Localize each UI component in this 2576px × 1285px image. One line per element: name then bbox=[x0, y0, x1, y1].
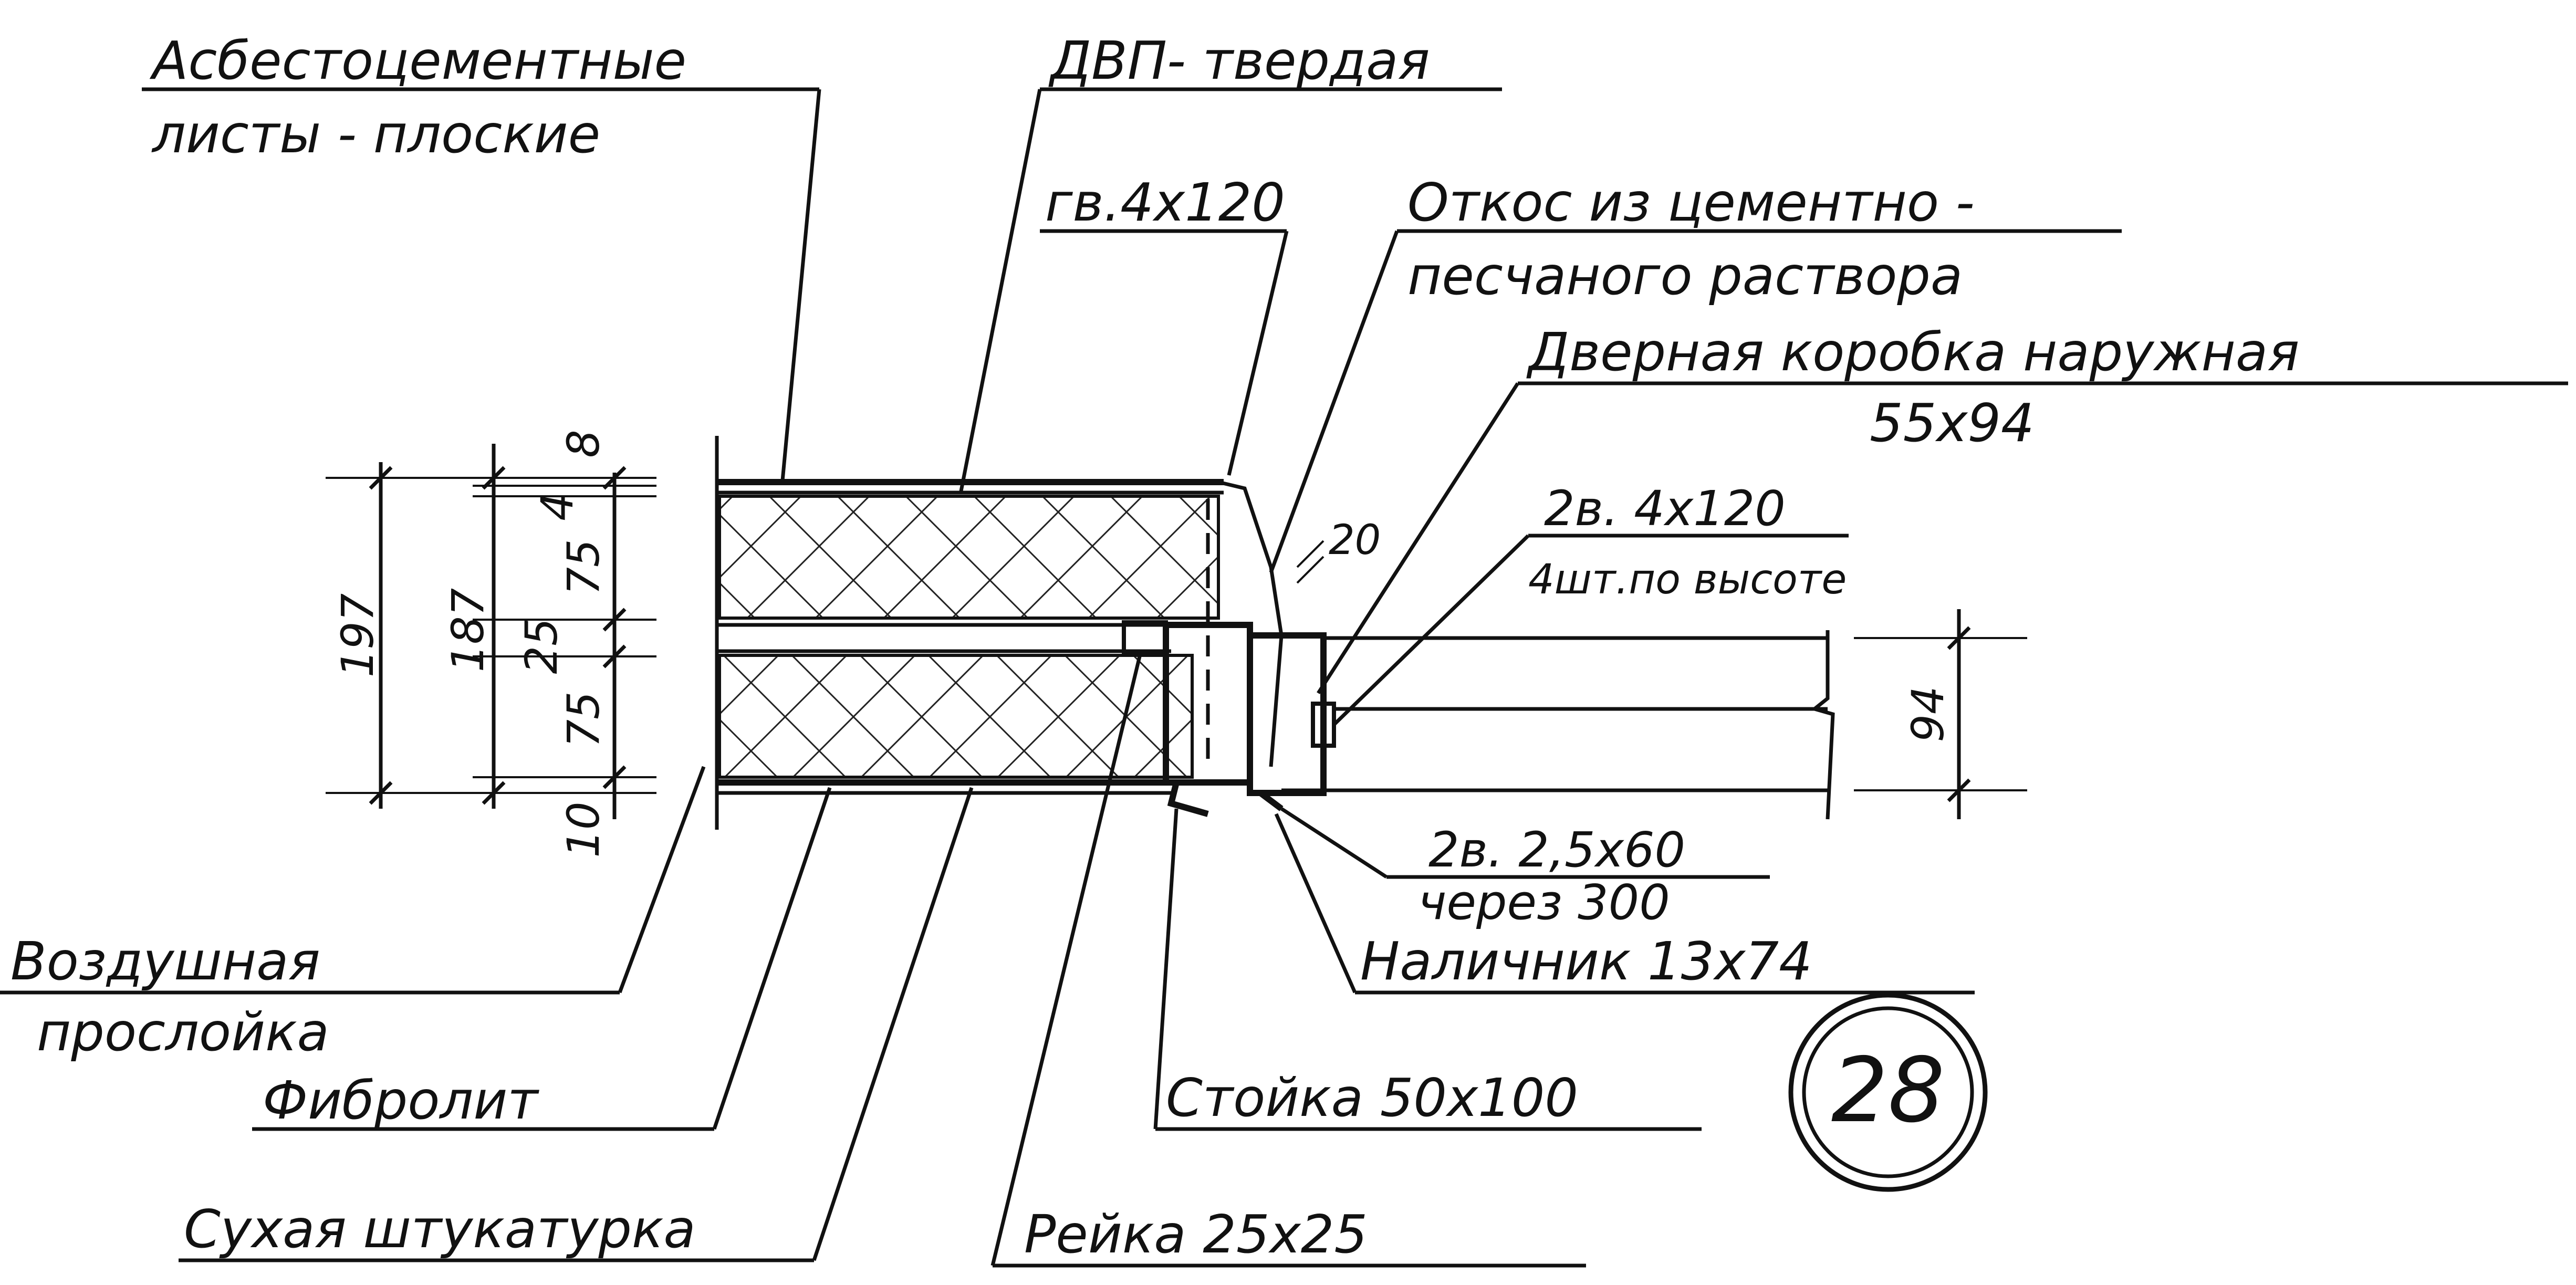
label-lath: Рейка 25х25 bbox=[1024, 1204, 1368, 1265]
dimension-chain-left: 197 187 25 8 4 75 75 10 bbox=[326, 430, 656, 858]
sheet-number-marker: 28 bbox=[1788, 993, 1988, 1192]
lower-fibrolite-panel bbox=[718, 654, 1194, 779]
dim-top-8: 8 bbox=[558, 430, 609, 457]
label-nail-bottom-1: 2в. 2,5х60 bbox=[1428, 822, 1685, 878]
dim-upper-75: 75 bbox=[558, 539, 609, 596]
label-door-frame-1: Дверная коробка наружная bbox=[1526, 321, 2299, 383]
label-slope-1: Откос из цементно - bbox=[1407, 172, 1975, 233]
label-slope-2: песчаного раствора bbox=[1407, 245, 1963, 307]
label-post: Стойка 50х100 bbox=[1166, 1067, 1578, 1129]
labels-bottom: 2в. 2,5х60 через 300 Наличник 13х74 Возд… bbox=[0, 656, 1975, 1268]
dim-lower-75: 75 bbox=[558, 692, 609, 748]
dim-slope-20: 20 bbox=[1329, 517, 1381, 564]
label-dvp: ДВП- твердая bbox=[1048, 30, 1430, 91]
label-nail-bottom-2: через 300 bbox=[1418, 874, 1670, 931]
lath-25x25 bbox=[1122, 620, 1168, 656]
dim-gap: 25 bbox=[516, 618, 567, 674]
upper-fibrolite-panel bbox=[718, 495, 1220, 620]
label-air-1: Воздушная bbox=[11, 931, 320, 992]
label-air-2: прослойка bbox=[37, 1001, 329, 1063]
dim-bottom-10: 10 bbox=[558, 802, 609, 858]
sheet-number: 28 bbox=[1831, 1039, 1945, 1143]
door-frame-assembly bbox=[1122, 620, 1835, 820]
door-frame-55x94 bbox=[1247, 632, 1327, 796]
label-fibrolite: Фибролит bbox=[263, 1070, 539, 1131]
dim-top-4: 4 bbox=[531, 493, 583, 520]
dim-total: 197 bbox=[332, 593, 383, 677]
dimension-right: 94 20 bbox=[1296, 517, 2027, 819]
dim-door-94: 94 bbox=[1902, 686, 1954, 743]
label-nail-right-2: 4шт.по высоте bbox=[1528, 556, 1847, 603]
wall-section bbox=[715, 436, 1284, 830]
label-dry-plaster: Сухая штукатурка bbox=[184, 1198, 696, 1260]
label-nail-right-1: 2в. 4х120 bbox=[1544, 480, 1786, 537]
label-asbestos-2: листы - плоские bbox=[151, 103, 600, 165]
dim-inner: 187 bbox=[442, 588, 494, 672]
label-casing: Наличник 13х74 bbox=[1360, 931, 1812, 992]
label-door-frame-2: 55х94 bbox=[1870, 392, 2035, 454]
labels-top: Асбестоцементные листы - плоские ДВП- тв… bbox=[142, 30, 2568, 726]
label-asbestos-1: Асбестоцементные bbox=[149, 30, 686, 91]
label-nail-top: гв.4х120 bbox=[1045, 172, 1285, 233]
